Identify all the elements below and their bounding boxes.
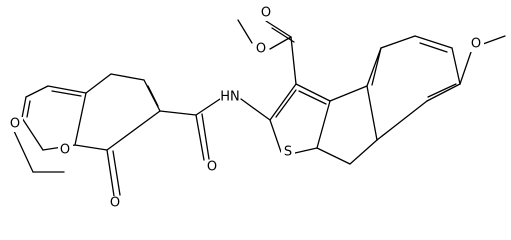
coumarin-ring-o-label: O <box>60 143 70 158</box>
methoxy-o-mask <box>469 37 484 52</box>
ester-carbonyl-o-label: O <box>261 6 271 21</box>
bond-line-22 <box>426 83 461 102</box>
bond-line-19 <box>380 35 416 49</box>
bond-line-1 <box>237 19 253 44</box>
bond-line-42 <box>47 85 87 94</box>
coumarin-ring-o-mask <box>58 143 73 158</box>
bond-line-41 <box>112 150 121 196</box>
bond-line-47 <box>51 90 82 97</box>
bond-line-25 <box>419 42 448 53</box>
bond-line-40 <box>106 149 115 197</box>
bond-line-6 <box>295 83 331 102</box>
bond-line-32 <box>159 110 197 116</box>
bond-line-12 <box>275 89 297 118</box>
amide-nh-mask <box>220 90 240 105</box>
bond-line-7 <box>298 90 327 105</box>
bond-line-35 <box>85 73 112 94</box>
bond-line-45 <box>21 117 44 151</box>
bond-line-16 <box>329 85 368 102</box>
bond-line-29 <box>195 98 221 116</box>
bond-line-28 <box>482 35 506 45</box>
bond-line-37 <box>74 144 108 151</box>
coumarin-carbonyl-o-mask <box>108 196 123 211</box>
bond-line-24 <box>371 47 382 86</box>
bond-line-27 <box>459 51 472 85</box>
thiophene-s-mask <box>281 145 295 160</box>
ester-alkoxy-o-label: O <box>256 42 266 57</box>
bond-line-15 <box>349 139 378 165</box>
methoxy-o-label: O <box>471 37 481 52</box>
bond-line-31 <box>201 113 210 160</box>
bond-line-44 <box>21 96 27 119</box>
bond-line-48 <box>26 100 31 118</box>
bond-line-38 <box>106 110 161 151</box>
bond-line-39 <box>147 85 159 107</box>
bond-line-43 <box>25 85 49 98</box>
bond-line-9 <box>294 147 318 154</box>
ethoxy-o-label: O <box>10 117 20 132</box>
coumarin-carbonyl-o-label: O <box>110 196 120 211</box>
bond-line-11 <box>269 83 297 121</box>
bond-line-3 <box>265 20 292 38</box>
ester-alkoxy-o-mask <box>254 42 269 57</box>
bond-line-13 <box>240 98 271 121</box>
bond-line-5 <box>290 36 297 85</box>
bond-lines <box>13 19 506 197</box>
bond-line-23 <box>376 100 428 141</box>
bond-line-30 <box>195 114 205 161</box>
amide-nh-label: HN <box>220 90 240 105</box>
bond-line-34 <box>110 73 145 81</box>
ester-carbonyl-o-mask <box>259 6 273 21</box>
bond-line-17 <box>366 85 378 141</box>
bond-line-21 <box>451 47 461 85</box>
ethoxy-o-mask <box>8 117 23 132</box>
bond-line-49 <box>13 130 34 173</box>
bond-line-20 <box>414 35 453 49</box>
bond-line-18 <box>366 47 382 87</box>
bond-line-10 <box>269 119 282 153</box>
bond-line-36 <box>74 92 87 146</box>
chemical-structure-diagram: O O O HN O S O O O <box>8 6 506 211</box>
bond-line-26 <box>427 83 457 98</box>
amide-carbonyl-o-mask <box>205 160 220 175</box>
bond-line-2 <box>269 36 292 50</box>
thiophene-s-label: S <box>284 145 292 160</box>
bond-line-4 <box>271 27 295 43</box>
bond-line-14 <box>316 147 351 165</box>
bond-line-8 <box>316 100 331 149</box>
amide-carbonyl-o-label: O <box>207 160 217 175</box>
